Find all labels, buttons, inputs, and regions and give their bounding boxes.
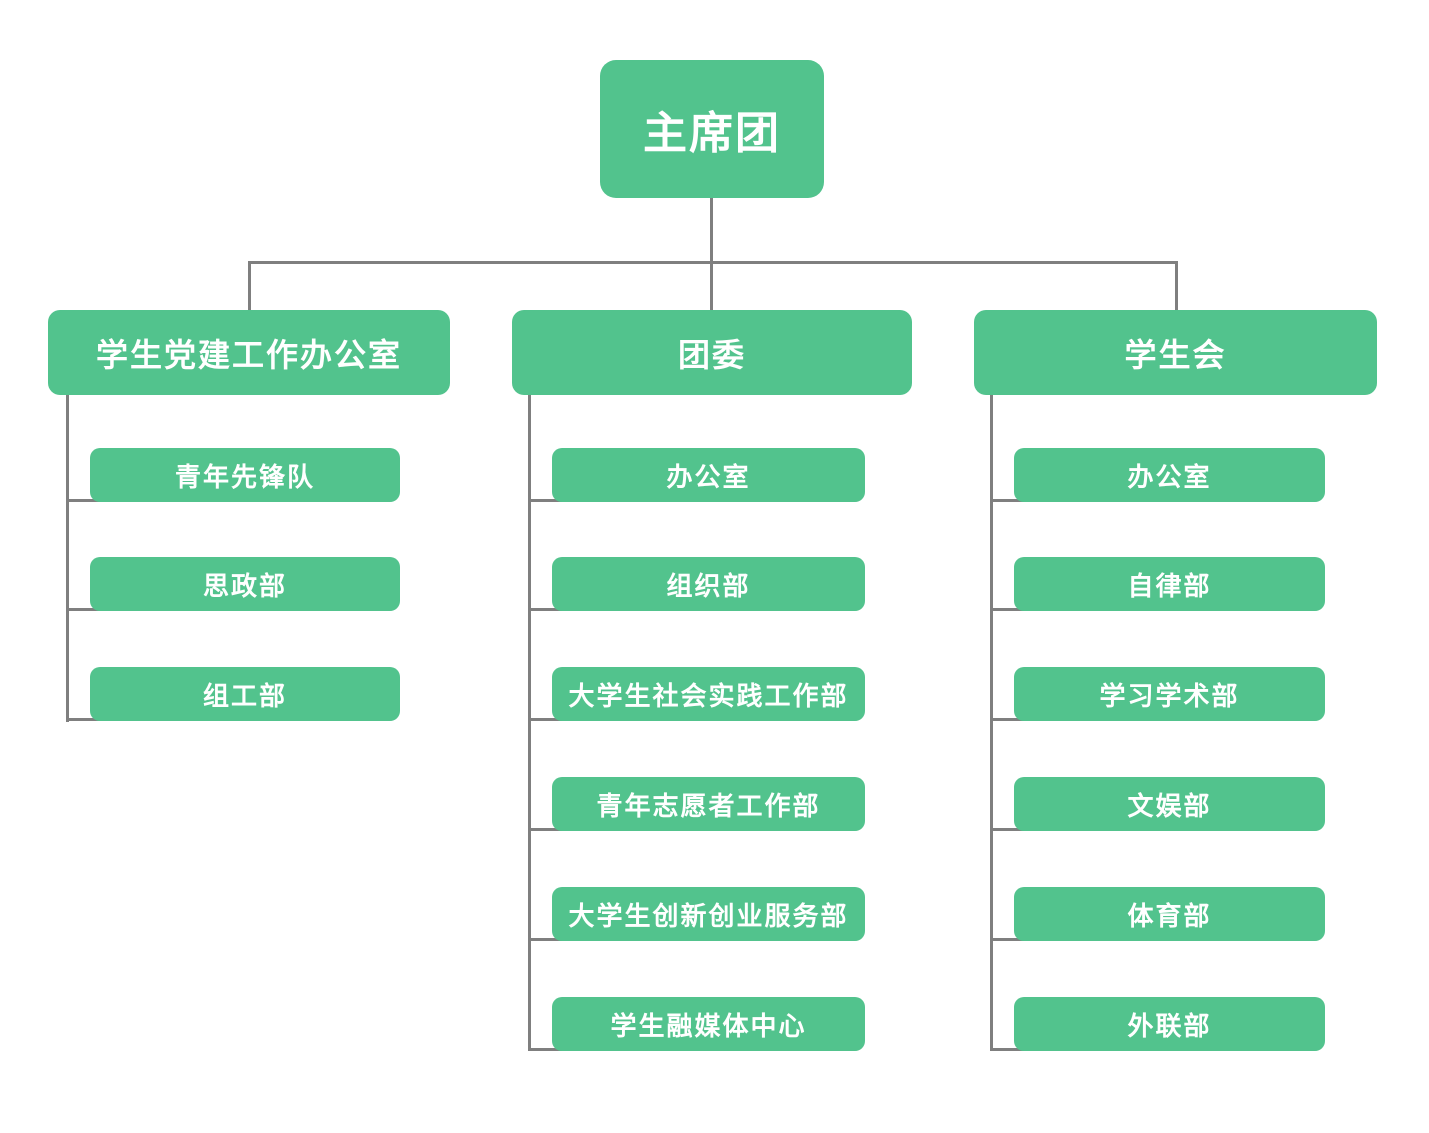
connector-left-drop — [248, 261, 251, 310]
connector-right-drop — [1175, 261, 1178, 310]
child-node: 组织部 — [552, 557, 865, 611]
connector-trunk-party-office — [66, 395, 69, 722]
connector-stub — [990, 718, 1036, 721]
connector-stub — [990, 608, 1036, 611]
child-node: 青年志愿者工作部 — [552, 777, 865, 831]
connector-stub — [66, 718, 112, 721]
connector-stub — [66, 499, 112, 502]
child-node: 自律部 — [1014, 557, 1325, 611]
child-node: 体育部 — [1014, 887, 1325, 941]
child-node: 学生融媒体中心 — [552, 997, 865, 1051]
branch-node-party-building-office: 学生党建工作办公室 — [48, 310, 450, 395]
child-node: 组工部 — [90, 667, 400, 721]
connector-stub — [528, 718, 574, 721]
connector-stub — [990, 938, 1036, 941]
connector-stub — [66, 608, 112, 611]
org-node-root: 主席团 — [600, 60, 824, 198]
child-node: 思政部 — [90, 557, 400, 611]
child-node: 办公室 — [1014, 448, 1325, 502]
connector-stub — [528, 938, 574, 941]
child-node: 外联部 — [1014, 997, 1325, 1051]
child-node: 办公室 — [552, 448, 865, 502]
branch-node-student-union: 学生会 — [974, 310, 1377, 395]
branch-node-league-committee: 团委 — [512, 310, 912, 395]
connector-stub — [528, 608, 574, 611]
child-node: 文娱部 — [1014, 777, 1325, 831]
child-node: 大学生社会实践工作部 — [552, 667, 865, 721]
child-node: 学习学术部 — [1014, 667, 1325, 721]
connector-trunk-league — [528, 395, 531, 1051]
connector-stub — [528, 499, 574, 502]
connector-stub — [528, 828, 574, 831]
connector-trunk-student-union — [990, 395, 993, 1051]
connector-top-bar — [248, 261, 1178, 264]
connector-stub — [990, 828, 1036, 831]
connector-stub — [990, 499, 1036, 502]
child-node: 青年先锋队 — [90, 448, 400, 502]
connector-stub — [528, 1048, 574, 1051]
child-node: 大学生创新创业服务部 — [552, 887, 865, 941]
connector-stub — [990, 1048, 1036, 1051]
connector-root-stem — [710, 198, 713, 310]
